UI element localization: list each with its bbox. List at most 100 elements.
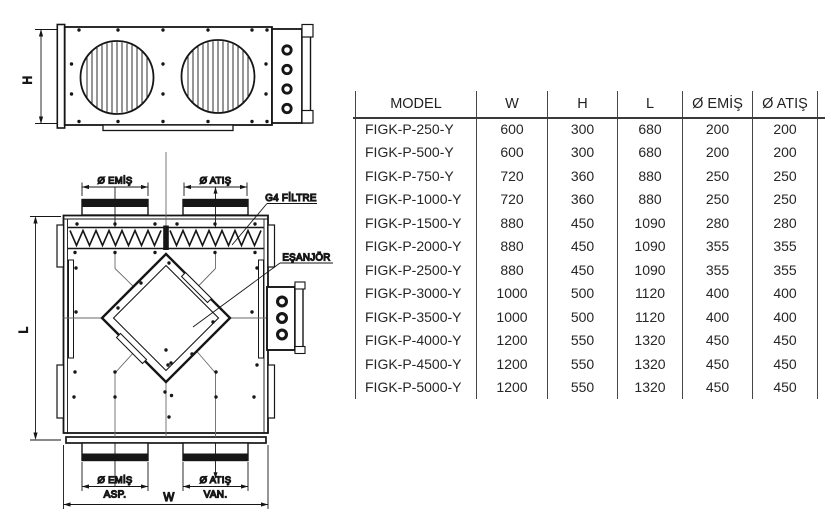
value-cell: 280 [752, 211, 818, 235]
value-cell: 680 [617, 140, 683, 164]
value-cell: 400 [752, 281, 818, 305]
value-cell: 400 [682, 281, 753, 305]
column-header: MODEL [355, 91, 477, 117]
value-cell: 1320 [617, 328, 683, 352]
value-cell: 1120 [617, 281, 683, 305]
value-cell: 250 [752, 164, 818, 188]
value-cell: 355 [752, 234, 818, 258]
mounting-tab [56, 364, 65, 419]
bottom-dimensions [63, 443, 269, 509]
header-underline [353, 117, 825, 119]
filter-zigzag-icon [169, 228, 262, 248]
arrow-down-icon [38, 116, 44, 124]
top-dimensions [81, 182, 248, 227]
plate-tab [301, 23, 314, 38]
model-cell: FIGK-P-250-Y [355, 117, 477, 141]
arrow-down-icon [33, 432, 38, 440]
side-plate [301, 28, 312, 124]
column-header: L [617, 91, 683, 117]
duct-label-emis-top: Ø EMİŞ [97, 176, 132, 187]
value-cell: 500 [547, 305, 618, 329]
dim-label-h: H [23, 76, 35, 85]
mounting-tab [56, 224, 65, 268]
front-view-drawing: L [18, 152, 333, 509]
model-cell: FIGK-P-750-Y [355, 164, 477, 188]
value-cell: 1200 [476, 352, 548, 376]
value-cell: 1090 [617, 258, 683, 282]
value-cell: 200 [682, 140, 753, 164]
value-cell: 500 [547, 281, 618, 305]
base-foot [102, 124, 234, 132]
inner-flange [258, 259, 264, 359]
side-plate [294, 283, 304, 353]
value-cell: 450 [752, 328, 818, 352]
flow-arrow-up-icon [213, 186, 218, 194]
callouts [192, 203, 333, 328]
model-cell: FIGK-P-3000-Y [355, 281, 477, 305]
cable-glands-icon [281, 44, 293, 115]
screw-dots [72, 222, 259, 419]
value-cell: 450 [547, 258, 618, 282]
internal-duct-lines [63, 152, 268, 437]
cable-glands-icon [276, 295, 288, 341]
bottom-panel [65, 436, 267, 444]
value-cell: 250 [682, 187, 753, 211]
flow-arrow-down-icon [213, 472, 218, 479]
value-cell: 550 [547, 352, 618, 376]
exchanger-brace [115, 332, 148, 365]
value-cell: 600 [476, 117, 548, 141]
fan-grille-left-icon [86, 42, 148, 113]
value-cell: 200 [682, 117, 753, 141]
value-cell: 1320 [617, 375, 683, 399]
value-cell: 720 [476, 164, 548, 188]
value-cell: 400 [752, 305, 818, 329]
value-cell: 550 [547, 328, 618, 352]
value-cell: 880 [617, 164, 683, 188]
value-cell: 550 [547, 375, 618, 399]
value-cell: 880 [476, 211, 548, 235]
inner-flange [68, 259, 74, 359]
arrow-up-icon [38, 29, 44, 37]
value-cell: 600 [476, 140, 548, 164]
value-cell: 450 [547, 234, 618, 258]
duct-sublabel-asp: ASP. [104, 490, 127, 501]
exchanger-brace [180, 271, 213, 304]
arrow-up-icon [33, 216, 38, 224]
mounting-tab [267, 224, 276, 268]
value-cell: 880 [476, 234, 548, 258]
plate-tab [301, 109, 314, 124]
model-cell: FIGK-P-1500-Y [355, 211, 477, 235]
column-header: Ø ATIŞ [752, 91, 818, 117]
column-header: W [476, 91, 548, 117]
value-cell: 1120 [617, 305, 683, 329]
top-view-drawing: H [22, 23, 314, 132]
filter-zigzag-icon [69, 228, 162, 248]
plate-tab [294, 345, 306, 355]
value-cell: 1000 [476, 281, 548, 305]
duct-label-emis-bottom: Ø EMİŞ [97, 475, 132, 486]
value-cell: 355 [682, 234, 753, 258]
filter-callout-label: G4 FİLTRE [265, 193, 317, 204]
exchanger-callout-label: EŞANJÖR [282, 253, 330, 264]
duct-label-atis-top: Ø ATIŞ [200, 176, 232, 187]
value-cell: 450 [682, 375, 753, 399]
value-cell: 355 [682, 258, 753, 282]
value-cell: 1090 [617, 211, 683, 235]
value-cell: 360 [547, 164, 618, 188]
model-cell: FIGK-P-2000-Y [355, 234, 477, 258]
value-cell: 680 [617, 117, 683, 141]
value-cell: 450 [682, 328, 753, 352]
column-header: H [547, 91, 618, 117]
technical-drawing: H [18, 23, 333, 509]
